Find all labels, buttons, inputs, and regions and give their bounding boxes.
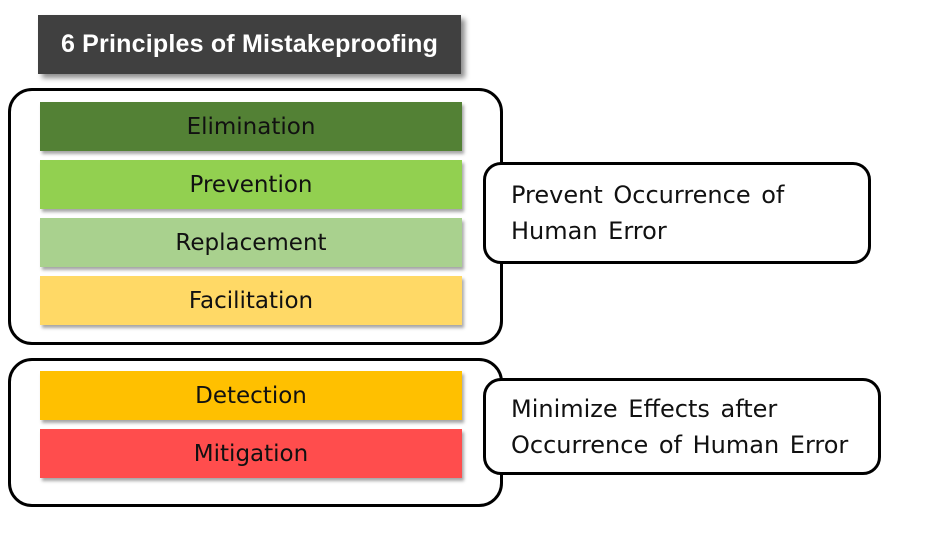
- page-title: 6 Principles of Mistakeproofing: [60, 30, 439, 58]
- minimize-effects-callout: Minimize Effects after Occurrence of Hum…: [483, 378, 881, 475]
- bar-mitigation: Mitigation: [40, 429, 462, 478]
- minimize-effects-callout-line1: Minimize Effects after: [511, 394, 778, 423]
- bar-elimination-label: Elimination: [186, 113, 316, 140]
- prevent-occurrence-callout: Prevent Occurrence of Human Error: [483, 162, 871, 264]
- bar-mitigation-label: Mitigation: [193, 440, 309, 467]
- bar-facilitation: Facilitation: [40, 276, 462, 325]
- bar-detection-label: Detection: [195, 382, 307, 409]
- prevent-occurrence-callout-line2: Human Error: [511, 217, 667, 245]
- bar-elimination: Elimination: [40, 102, 462, 151]
- bar-replacement-label: Replacement: [175, 229, 327, 256]
- title-bar: 6 Principles of Mistakeproofing: [38, 15, 461, 74]
- minimize-effects-callout-line2: Occurrence of Human Error: [511, 430, 849, 459]
- bar-facilitation-label: Facilitation: [188, 287, 314, 314]
- bar-replacement: Replacement: [40, 218, 462, 267]
- bar-detection: Detection: [40, 371, 462, 420]
- bar-prevention: Prevention: [40, 160, 462, 209]
- bar-prevention-label: Prevention: [189, 171, 313, 198]
- prevent-occurrence-callout-line1: Prevent Occurrence of: [511, 181, 785, 209]
